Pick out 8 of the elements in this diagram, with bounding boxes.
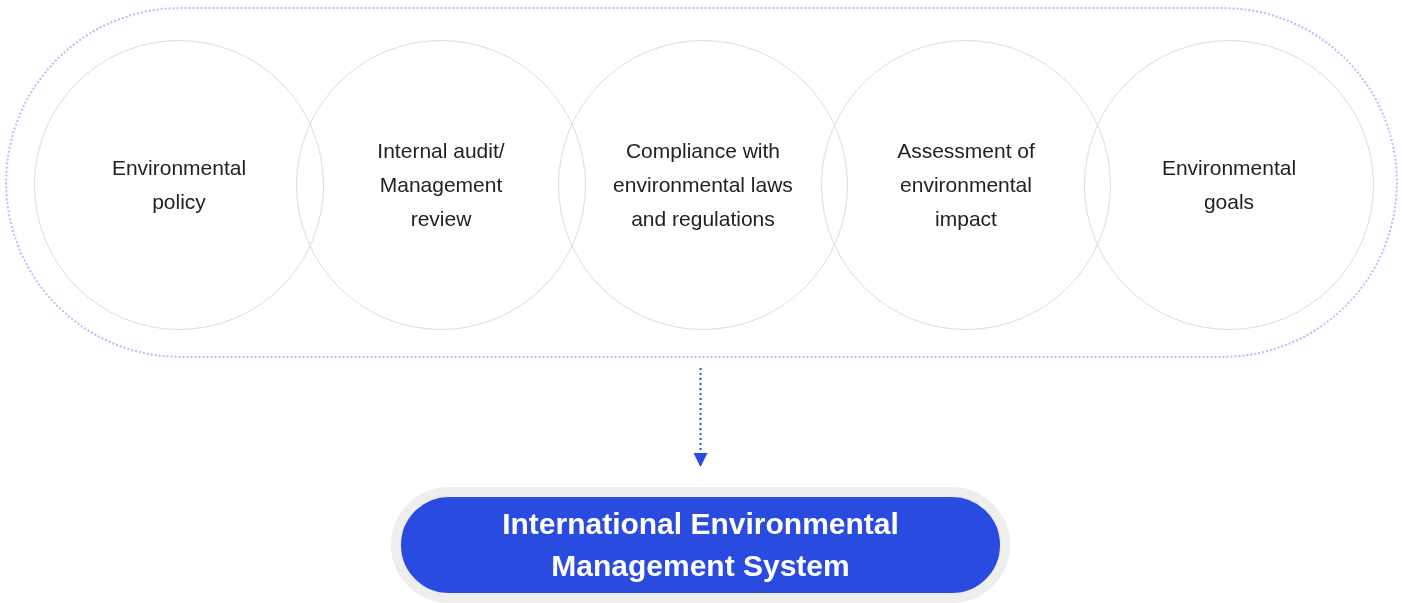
- topic-label: Environmental policy: [110, 155, 248, 215]
- topic-label: Environmental goals: [1160, 155, 1298, 215]
- arrow: [693, 367, 708, 468]
- system-title: International Environmental Management System: [501, 506, 900, 584]
- topic-label: Internal audit/ Management review: [376, 138, 506, 232]
- topic-label: Assessment of environmental impact: [896, 138, 1036, 232]
- topic-label: Compliance with environmental laws and regulations: [612, 138, 794, 232]
- group-outline: [5, 7, 1398, 358]
